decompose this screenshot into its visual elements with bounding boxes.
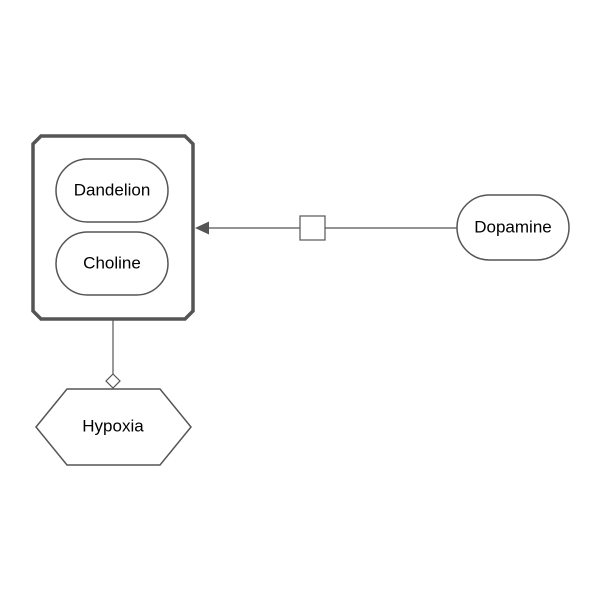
arrowhead-icon bbox=[195, 221, 209, 235]
diamond-icon bbox=[105, 373, 121, 389]
complex-member-choline-label: Choline bbox=[83, 253, 141, 272]
complex-member-dandelion[interactable]: Dandelion bbox=[55, 158, 169, 223]
process-node[interactable] bbox=[299, 215, 326, 241]
dopamine-node[interactable]: Dopamine bbox=[456, 194, 570, 261]
complex-member-dandelion-label: Dandelion bbox=[74, 180, 151, 199]
hypoxia-node[interactable]: Hypoxia bbox=[35, 388, 192, 466]
complex-member-choline[interactable]: Choline bbox=[55, 231, 169, 296]
hypoxia-label: Hypoxia bbox=[82, 416, 144, 435]
dopamine-label: Dopamine bbox=[474, 217, 552, 236]
